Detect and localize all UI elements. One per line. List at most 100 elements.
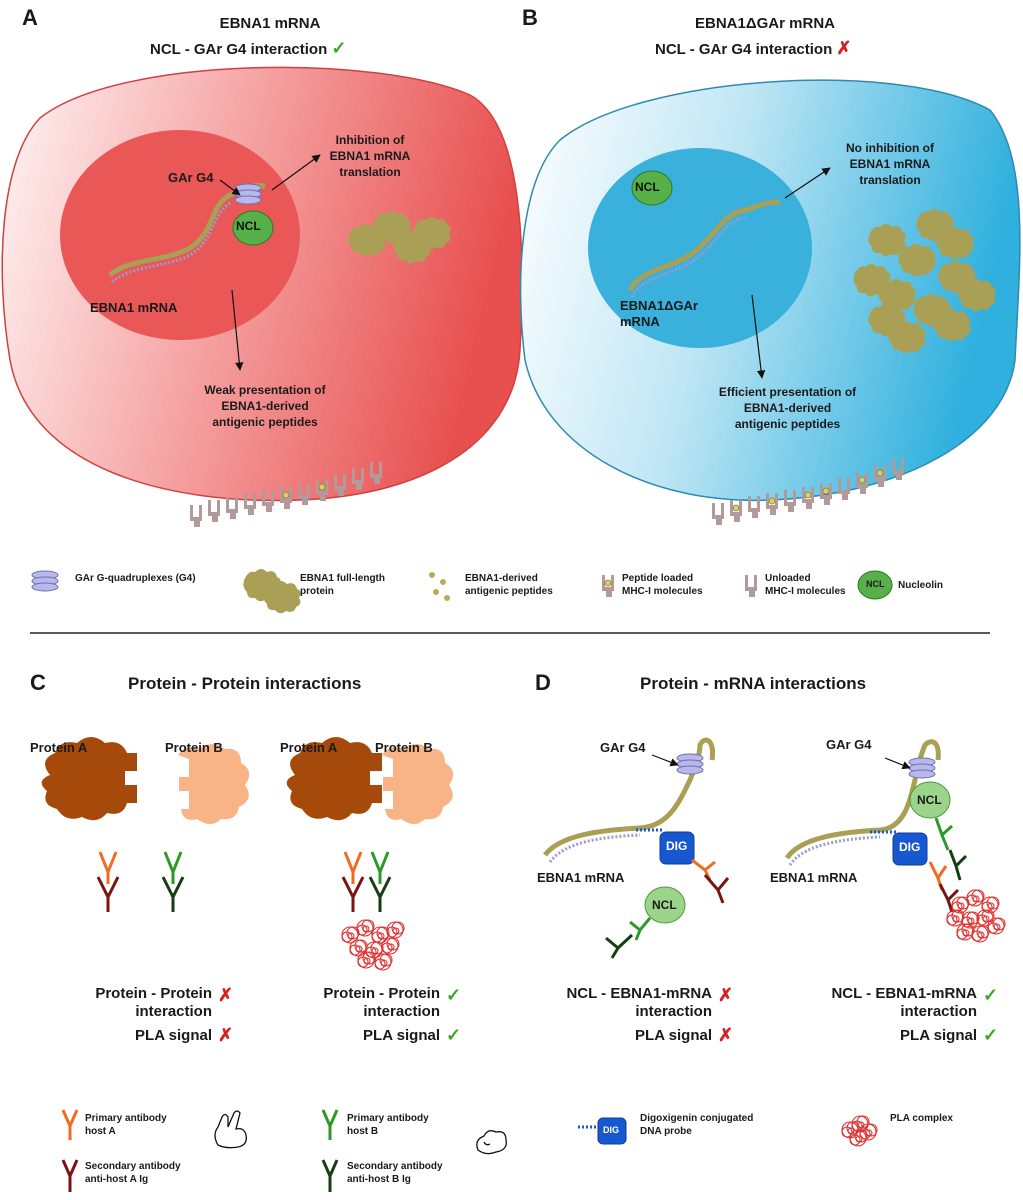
primary-antibody-a-icon	[61, 1109, 79, 1140]
legend-g4-text: GAr G-quadruplexes (G4)	[75, 573, 196, 584]
panel-a-ncl-label: NCL	[236, 219, 261, 233]
panel-a-presentation-outcome: Weak presentation of EBNA1-derived antig…	[204, 383, 326, 429]
cross-icon: ✗	[718, 985, 734, 1005]
panel-d-right	[784, 739, 1006, 943]
panel-a-mrna-label: EBNA1 mRNA	[90, 300, 178, 315]
panel-c-left-result: Protein - Protein interaction PLA signal	[95, 985, 212, 1044]
panel-d-right-mrna	[784, 739, 941, 860]
panel-d-right-dig	[892, 832, 928, 866]
panel-c-right-result: Protein - Protein interaction PLA signal	[323, 985, 440, 1044]
legend-bottom-icons	[61, 1109, 878, 1192]
panel-d-right-ncl-label: NCL	[917, 793, 942, 807]
panel-d-left-ncl-label: NCL	[652, 898, 677, 912]
panel-d-left	[543, 737, 730, 959]
panel-b-ncl-label: NCL	[635, 180, 660, 194]
panel-d-left-ncl	[644, 886, 686, 924]
protein-a-shape	[41, 737, 137, 821]
secondary-antibody-b-icon	[321, 1159, 339, 1192]
panel-d-right-result: NCL - EBNA1-mRNA interaction PLA signal	[831, 985, 977, 1044]
panel-c-title: Protein - Protein interactions	[128, 674, 362, 693]
primary-antibody-b-icon	[321, 1109, 339, 1140]
legend-pla-text: PLA complex	[890, 1113, 953, 1124]
panel-c-left-protein-b: Protein B	[165, 740, 223, 755]
cross-icon: ✗	[718, 1025, 734, 1045]
panel-b-subtitle: NCL - GAr G4 interaction ✗	[655, 38, 852, 58]
hand-icon-b	[476, 1130, 507, 1155]
panel-d-left-dig	[659, 831, 695, 865]
panel-d-left-mrna-label: EBNA1 mRNA	[537, 870, 625, 885]
peptide-icon	[429, 572, 450, 601]
secondary-antibody-b	[161, 876, 185, 912]
panel-a-subtitle: NCL - GAr G4 interaction ✓	[150, 38, 347, 58]
check-icon: ✓	[331, 38, 347, 58]
panel-d-left-g4-label: GAr G4	[600, 740, 646, 755]
cross-icon: ✗	[218, 1025, 234, 1045]
legend-ncl-text: Nucleolin	[898, 580, 944, 591]
primary-antibody-a	[98, 851, 118, 884]
mhc-unloaded-icon	[745, 575, 757, 597]
panel-a-ncl	[232, 210, 274, 246]
panel-b-letter: B	[522, 5, 538, 30]
check-icon: ✓	[446, 985, 462, 1005]
panel-b-mrna	[627, 199, 781, 292]
panel-a-translation-outcome: Inhibition of EBNA1 mRNA translation	[329, 133, 411, 179]
check-icon: ✓	[983, 1025, 999, 1045]
panel-b-mrna-label: EBNA1ΔGAr mRNA	[620, 298, 698, 329]
g4-icon	[31, 570, 59, 592]
panel-c-right-protein-b: Protein B	[375, 740, 433, 755]
panel-d-right-mrna-label: EBNA1 mRNA	[770, 870, 858, 885]
ncl-icon	[857, 570, 893, 600]
panel-d-right-dig-label: DIG	[899, 840, 921, 854]
pla-signal-c	[341, 919, 405, 971]
panel-c-left-protein-a: Protein A	[30, 740, 88, 755]
panel-a-g4-label: GAr G4	[168, 170, 214, 185]
panel-c-right	[286, 737, 454, 971]
panel-c-right-protein-a: Protein A	[280, 740, 338, 755]
cross-icon: ✗	[218, 985, 234, 1005]
panel-a-nucleus	[60, 130, 300, 340]
panel-d-right-ncl	[909, 781, 951, 819]
panel-b-title: EBNA1ΔGAr mRNA	[695, 15, 835, 32]
panel-c-letter: C	[30, 670, 46, 695]
panel-c-left	[41, 737, 250, 912]
primary-antibody-b	[163, 851, 183, 884]
panel-d-left-result: NCL - EBNA1-mRNA interaction PLA signal	[566, 985, 712, 1044]
pla-complex-icon	[841, 1115, 878, 1147]
panel-d-letter: D	[535, 670, 551, 695]
legend-dig-icon-label: DIG	[603, 1125, 620, 1135]
secondary-antibody-a	[96, 876, 120, 912]
panel-b-translation-outcome: No inhibition of EBNA1 mRNA translation	[846, 141, 934, 187]
panel-a-title: EBNA1 mRNA	[219, 15, 321, 32]
pla-signal-d	[946, 889, 1006, 943]
panel-a-cell	[1, 66, 523, 527]
check-icon: ✓	[446, 1025, 462, 1045]
panel-d-title: Protein - mRNA interactions	[640, 674, 867, 693]
panel-d-left-mrna	[543, 737, 716, 857]
cross-icon: ✗	[836, 38, 852, 58]
protein-b-shape	[178, 744, 250, 824]
hand-icon-a	[214, 1110, 247, 1149]
mhc-loaded-icon	[601, 574, 615, 598]
dig-probe-icon	[578, 1117, 627, 1145]
check-icon: ✓	[983, 985, 999, 1005]
legend-ncl-icon-label: NCL	[866, 579, 885, 589]
panel-d-right-g4-label: GAr G4	[826, 737, 872, 752]
secondary-antibody-a-icon	[61, 1159, 79, 1192]
panel-b-presentation-outcome: Efficient presentation of EBNA1-derived …	[718, 385, 857, 431]
panel-b-ncl	[631, 170, 673, 206]
panel-b-cell	[519, 79, 1021, 525]
panel-a-letter: A	[22, 5, 38, 30]
legend-top-icons	[31, 569, 893, 614]
panel-d-left-dig-label: DIG	[666, 839, 688, 853]
protein-icon	[243, 569, 301, 614]
